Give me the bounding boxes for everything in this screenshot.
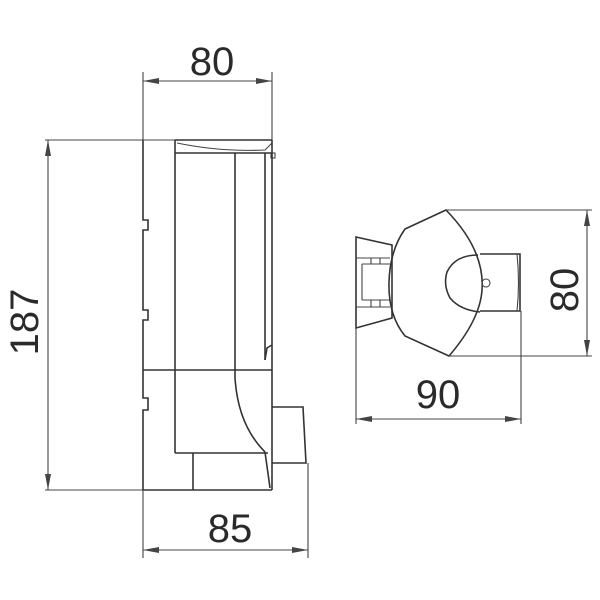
dimension-label-depth: 80 [543,268,587,313]
top-view: 80 90 [355,209,592,424]
side-view: 80 187 [3,40,309,558]
dimension-height: 187 [3,139,175,491]
dimension-label-height: 187 [3,289,47,356]
dimension-width: 90 [355,311,522,424]
dimension-bottom-width: 85 [142,463,309,558]
top-view-body [355,209,521,357]
dimension-top-width: 80 [142,40,273,140]
dimension-label-bottom-width: 85 [208,507,253,551]
side-view-body [142,139,307,491]
dimension-depth: 80 [446,209,592,357]
dimension-label-width: 90 [416,373,461,417]
dimension-label-top-width: 80 [190,40,235,84]
